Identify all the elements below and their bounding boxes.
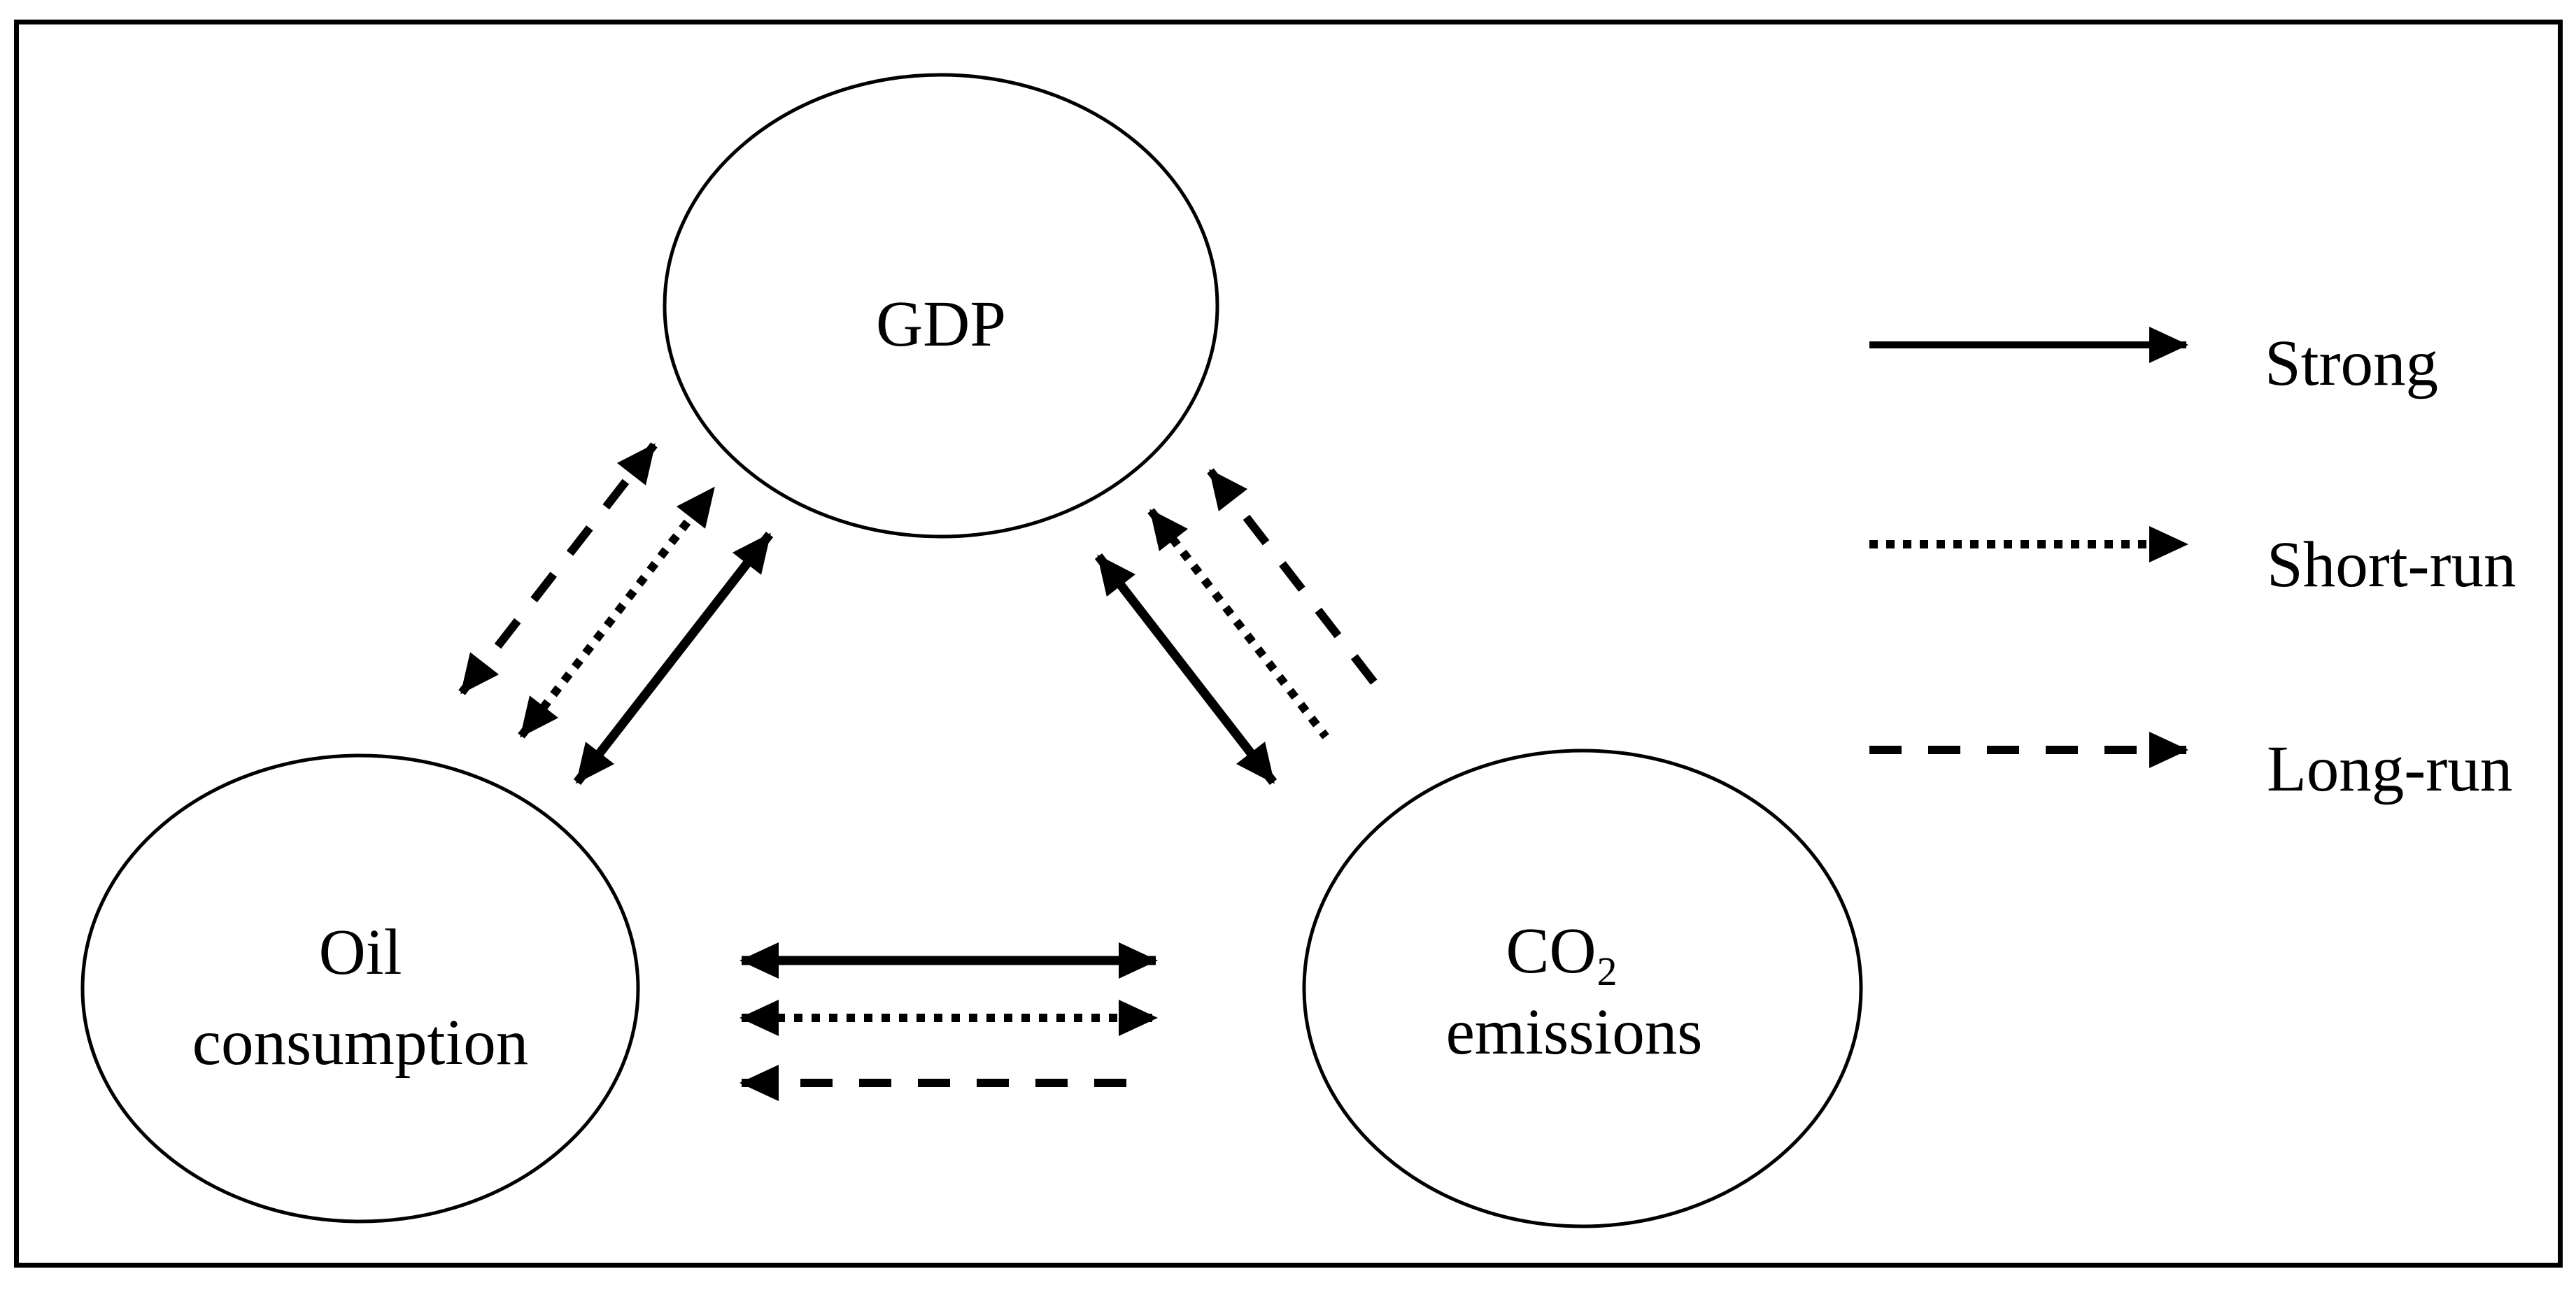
oil-label-line1: Oil — [319, 916, 402, 988]
co2-node-circle — [1302, 749, 1863, 1228]
co2-label-line2: emissions — [1446, 996, 1703, 1068]
edge-oil-gdp-dashed — [458, 442, 658, 695]
co2-label-subscript: 2 — [1597, 949, 1618, 994]
oil-label-line2: consumption — [192, 1007, 529, 1079]
oil-node-circle — [80, 753, 640, 1224]
legend-long-run-label: Long-run — [2267, 733, 2512, 805]
edge-co2-gdp-dashed — [1207, 468, 1389, 700]
legend-strong-label: Strong — [2265, 327, 2438, 399]
edge-oil-gdp-dotted — [518, 485, 717, 739]
edge-gdp-co2-solid — [1094, 553, 1278, 785]
outer-border — [14, 20, 2563, 1268]
gdp-label: GDP — [876, 288, 1006, 360]
gdp-node-circle — [663, 73, 1219, 539]
co2-label-main: CO — [1506, 915, 1596, 987]
legend-short-run-label: Short-run — [2267, 529, 2516, 601]
legend: Strong Short-run Long-run — [1869, 327, 2516, 805]
edge-co2-gdp-dotted — [1147, 508, 1329, 739]
edge-oil-gdp-solid — [573, 532, 774, 785]
